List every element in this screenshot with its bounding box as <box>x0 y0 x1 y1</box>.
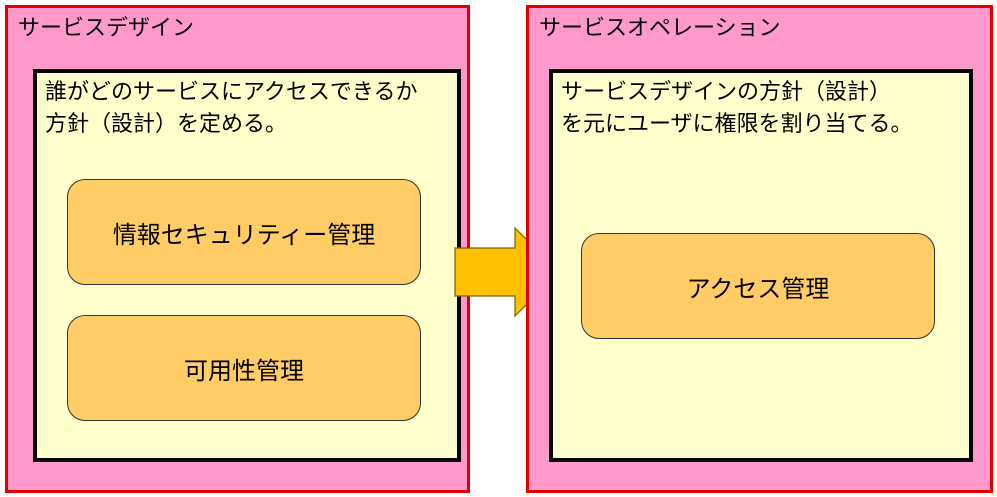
service-design-description: 誰がどのサービスにアクセスできるか 方針（設計）を定める。 <box>45 77 417 141</box>
service-operation-panel: サービスオペレーション サービスデザインの方針（設計） を元にユーザに権限を割り… <box>526 5 993 493</box>
service-design-description-line2: 方針（設計）を定める。 <box>45 112 288 137</box>
service-design-description-line1: 誰がどのサービスにアクセスできるか <box>45 80 418 105</box>
availability-management-box: 可用性管理 <box>67 315 421 421</box>
service-operation-inner-box: サービスデザインの方針（設計） を元にユーザに権限を割り当てる。 アクセス管理 <box>549 69 973 462</box>
information-security-management-box: 情報セキュリティー管理 <box>67 179 421 285</box>
service-operation-description: サービスデザインの方針（設計） を元にユーザに権限を割り当てる。 <box>561 77 913 141</box>
service-operation-description-line1: サービスデザインの方針（設計） <box>561 80 892 105</box>
service-operation-description-line2: を元にユーザに権限を割り当てる。 <box>561 112 913 137</box>
access-management-box: アクセス管理 <box>581 233 935 339</box>
service-design-inner-box: 誰がどのサービスにアクセスできるか 方針（設計）を定める。 情報セキュリティー管… <box>33 69 461 462</box>
service-design-panel: サービスデザイン 誰がどのサービスにアクセスできるか 方針（設計）を定める。 情… <box>5 5 470 493</box>
service-design-title: サービスデザイン <box>18 16 195 41</box>
service-operation-title: サービスオペレーション <box>539 16 781 41</box>
